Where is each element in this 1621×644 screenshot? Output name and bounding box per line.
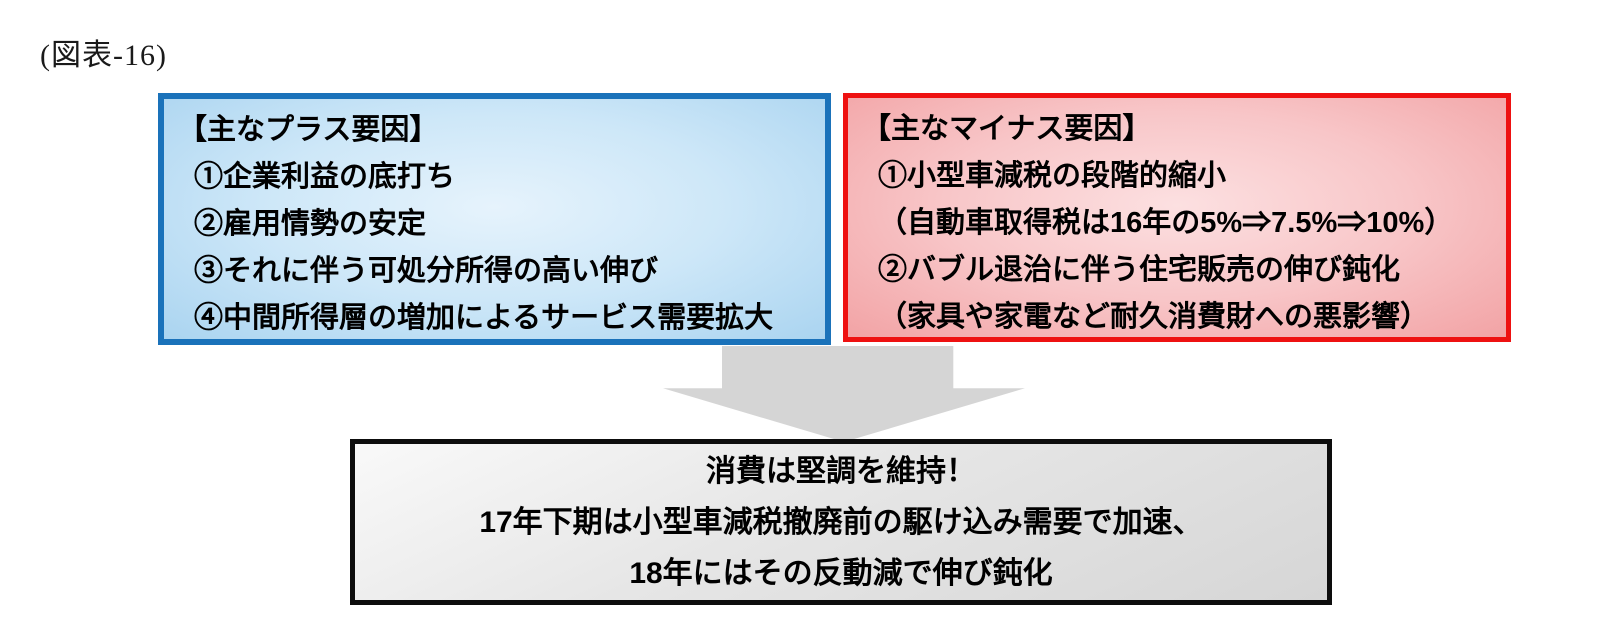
minus-factors-title: 【主なマイナス要因】 (862, 113, 1152, 145)
plus-factor-item-1: ①企業利益の底打ち (194, 161, 456, 193)
conclusion-line-1: 消費は堅調を維持！ (706, 454, 976, 488)
conclusion-box: 消費は堅調を維持！ 17年下期は小型車減税撤廃前の駆け込み需要で加速、 18年に… (350, 439, 1332, 605)
minus-factor-item-1-note: （自動車取得税は16年の5%⇒7.5%⇒10%） (878, 207, 1454, 239)
plus-factor-item-4: ④中間所得層の増加によるサービス需要拡大 (194, 302, 774, 334)
conclusion-line-3: 18年にはその反動減で伸び鈍化 (629, 556, 1053, 590)
down-arrow-icon (663, 346, 1025, 442)
figure-label: (図表-16) (40, 39, 167, 72)
plus-factor-item-3: ③それに伴う可処分所得の高い伸び (194, 255, 659, 287)
minus-factors-box: 【主なマイナス要因】 ①小型車減税の段階的縮小 （自動車取得税は16年の5%⇒7… (843, 93, 1511, 342)
plus-factors-title: 【主なプラス要因】 (178, 114, 439, 146)
conclusion-line-2: 17年下期は小型車減税撤廃前の駆け込み需要で加速、 (479, 505, 1203, 539)
minus-factor-item-2-note: （家具や家電など耐久消費財への悪影響） (878, 301, 1430, 333)
minus-factor-item-2: ②バブル退治に伴う住宅販売の伸び鈍化 (878, 254, 1401, 286)
plus-factors-box: 【主なプラス要因】 ①企業利益の底打ち ②雇用情勢の安定 ③それに伴う可処分所得… (158, 93, 831, 345)
minus-factor-item-1: ①小型車減税の段階的縮小 (878, 160, 1227, 192)
plus-factor-item-2: ②雇用情勢の安定 (194, 208, 427, 240)
